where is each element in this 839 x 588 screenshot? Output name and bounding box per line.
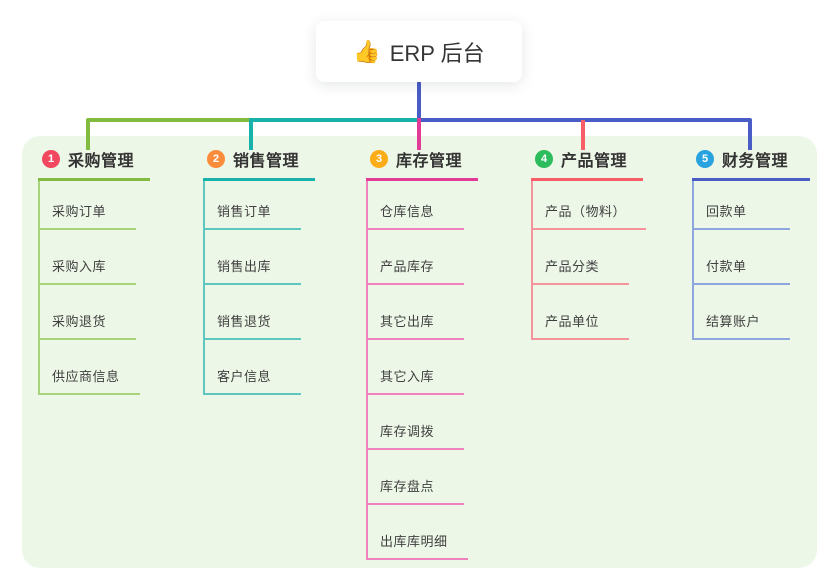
branch-number-badge: 4	[535, 150, 553, 168]
child-node[interactable]: 结算账户	[694, 285, 790, 340]
branch-node-purchase[interactable]: 1 采购管理	[38, 146, 150, 181]
branch-column-2: 2 销售管理 销售订单 销售出库 销售退货 客户信息	[203, 146, 315, 395]
child-node[interactable]: 其它出库	[368, 285, 464, 340]
branch-node-label: 采购管理	[68, 153, 135, 170]
child-node[interactable]: 库存盘点	[368, 450, 464, 505]
child-node[interactable]: 回款单	[694, 181, 790, 230]
branch-column-3: 3 库存管理 仓库信息 产品库存 其它出库 其它入库 库存调拨 库存盘点 出库库…	[366, 146, 478, 560]
child-node-label: 采购退货	[52, 314, 107, 329]
child-node-label: 产品库存	[380, 259, 435, 274]
root-node[interactable]: 👍 ERP 后台	[316, 21, 522, 82]
child-node-label: 结算账户	[706, 314, 761, 329]
branch-children: 销售订单 销售出库 销售退货 客户信息	[203, 181, 315, 395]
child-node[interactable]: 仓库信息	[368, 181, 464, 230]
branch-column-1: 1 采购管理 采购订单 采购入库 采购退货 供应商信息	[38, 146, 150, 395]
branch-number-badge: 1	[42, 150, 60, 168]
child-node-label: 仓库信息	[380, 204, 435, 219]
branch-node-product[interactable]: 4 产品管理	[531, 146, 643, 181]
child-node-label: 产品（物料）	[545, 204, 627, 219]
child-node[interactable]: 付款单	[694, 230, 790, 285]
branch-node-label: 产品管理	[561, 153, 628, 170]
child-node-label: 供应商信息	[52, 369, 120, 384]
branch-column-5: 5 财务管理 回款单 付款单 结算账户	[692, 146, 810, 340]
child-node[interactable]: 销售退货	[205, 285, 301, 340]
child-node[interactable]: 产品库存	[368, 230, 464, 285]
branch-node-sales[interactable]: 2 销售管理	[203, 146, 315, 181]
child-node[interactable]: 产品（物料）	[533, 181, 647, 230]
child-node[interactable]: 采购退货	[40, 285, 136, 340]
child-node-label: 销售退货	[217, 314, 272, 329]
branch-node-label: 库存管理	[396, 153, 463, 170]
branch-node-finance[interactable]: 5 财务管理	[692, 146, 810, 181]
branch-number-badge: 3	[370, 150, 388, 168]
child-node-label: 产品单位	[545, 314, 600, 329]
child-node[interactable]: 产品单位	[533, 285, 629, 340]
branch-node-label: 财务管理	[722, 153, 789, 170]
child-node[interactable]: 出库库明细	[368, 505, 468, 560]
child-node-label: 其它入库	[380, 369, 435, 384]
child-node-label: 采购订单	[52, 204, 107, 219]
branch-children: 采购订单 采购入库 采购退货 供应商信息	[38, 181, 150, 395]
branch-children: 产品（物料） 产品分类 产品单位	[531, 181, 647, 340]
child-node[interactable]: 销售出库	[205, 230, 301, 285]
branch-node-label: 销售管理	[233, 153, 300, 170]
branch-children: 回款单 付款单 结算账户	[692, 181, 810, 340]
child-node-label: 出库库明细	[380, 534, 448, 549]
child-node-label: 库存调拨	[380, 424, 435, 439]
branch-children: 仓库信息 产品库存 其它出库 其它入库 库存调拨 库存盘点 出库库明细	[366, 181, 478, 560]
branch-node-inventory[interactable]: 3 库存管理	[366, 146, 478, 181]
branch-number-badge: 5	[696, 150, 714, 168]
child-node[interactable]: 供应商信息	[40, 340, 140, 395]
branch-column-4: 4 产品管理 产品（物料） 产品分类 产品单位	[531, 146, 647, 340]
branch-number-badge: 2	[207, 150, 225, 168]
child-node-label: 销售订单	[217, 204, 272, 219]
child-node-label: 库存盘点	[380, 479, 435, 494]
child-node-label: 销售出库	[217, 259, 272, 274]
child-node[interactable]: 其它入库	[368, 340, 464, 395]
child-node[interactable]: 库存调拨	[368, 395, 464, 450]
child-node-label: 客户信息	[217, 369, 272, 384]
child-node[interactable]: 采购订单	[40, 181, 136, 230]
child-node[interactable]: 销售订单	[205, 181, 301, 230]
thumbs-up-icon: 👍	[353, 38, 381, 64]
branches-panel	[22, 136, 817, 568]
child-node[interactable]: 采购入库	[40, 230, 136, 285]
child-node-label: 付款单	[706, 259, 747, 274]
child-node-label: 回款单	[706, 204, 747, 219]
child-node-label: 其它出库	[380, 314, 435, 329]
child-node[interactable]: 产品分类	[533, 230, 629, 285]
child-node-label: 产品分类	[545, 259, 600, 274]
child-node[interactable]: 客户信息	[205, 340, 301, 395]
root-node-label: ERP 后台	[389, 40, 485, 66]
child-node-label: 采购入库	[52, 259, 107, 274]
